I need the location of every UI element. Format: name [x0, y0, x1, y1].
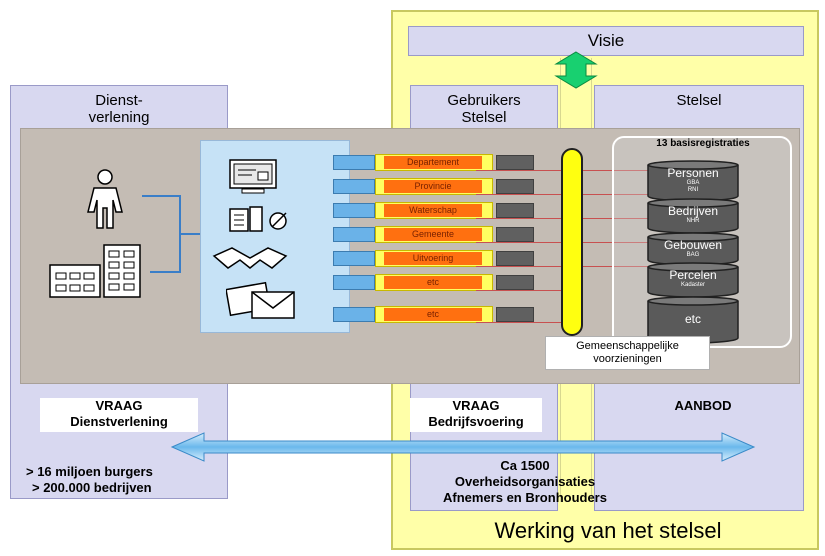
channel-block	[496, 155, 534, 170]
ca-count: Ca 1500	[500, 458, 550, 473]
registry-name: Bedrijven	[667, 204, 719, 218]
registry-source: NHR	[686, 218, 700, 224]
registry-name: Gebouwen	[663, 238, 723, 252]
cylinder-shape	[647, 198, 739, 234]
up-down-arrow-icon	[554, 51, 598, 89]
channel-block	[496, 275, 534, 290]
channel-tab	[333, 203, 375, 218]
gemeenschappelijk-bus	[561, 148, 583, 336]
footer-title: Werking van het stelsel	[494, 518, 722, 543]
channel-tab	[333, 307, 375, 322]
ca-organisaties: Overheidsorganisaties	[454, 474, 596, 489]
channel-tab	[333, 155, 375, 170]
registry-name: etc	[684, 312, 701, 326]
channel-block	[496, 203, 534, 218]
registry-source: BAG	[686, 252, 700, 258]
channel-label: Uitvoering	[384, 252, 482, 265]
registry-name: Percelen	[669, 268, 717, 282]
channel-connector	[476, 322, 562, 323]
channel-block	[496, 307, 534, 322]
computer-icon	[229, 159, 277, 194]
channel-tab	[333, 251, 375, 266]
channel-label: etc	[384, 276, 482, 289]
gebruikers-title: Gebruikers Stelsel	[447, 92, 521, 126]
document-phone-icon	[229, 206, 287, 232]
dienstverlening-title: Dienst- verlening	[88, 92, 150, 126]
cylinder-shape	[647, 232, 739, 266]
channel-label: Departement	[384, 156, 482, 169]
registry-source: GBA RNI	[686, 180, 700, 193]
channel-label: etc	[384, 308, 482, 321]
person-icon	[87, 169, 123, 229]
stats-bedrijven: > 200.000 bedrijven	[32, 480, 152, 495]
connector-bracket	[142, 195, 200, 273]
cylinder-shape	[647, 262, 739, 298]
channel-tab	[333, 275, 375, 290]
registries-title: 13 basisregistraties	[656, 138, 750, 149]
vraag-dienstverlening: VRAAG Dienstverlening	[40, 398, 198, 432]
aanbod-label: AANBOD	[674, 398, 732, 413]
stelsel-title: Stelsel	[676, 92, 722, 109]
vraag-bedrijfsvoering: VRAAG Bedrijfsvoering	[410, 398, 542, 432]
ca-afnemers: Afnemers en Bronhouders	[443, 490, 607, 505]
double-arrow-icon	[170, 432, 756, 462]
visie-box: Visie	[408, 26, 804, 56]
visie-label: Visie	[587, 31, 625, 50]
registry-source: Kadaster	[680, 282, 705, 288]
channel-block	[496, 227, 534, 242]
gemeenschappelijke-voorzieningen: Gemeenschappelijke voorzieningen	[545, 336, 710, 370]
channel-label: Gemeente	[384, 228, 482, 241]
channel-block	[496, 251, 534, 266]
channel-tab	[333, 227, 375, 242]
handshake-icon	[212, 247, 288, 269]
channel-connector	[476, 290, 562, 291]
registry-name: Personen	[667, 166, 719, 180]
channel-label: Waterschap	[384, 204, 482, 217]
building-icon	[49, 244, 141, 298]
channel-tab	[333, 179, 375, 194]
channel-block	[496, 179, 534, 194]
cylinder-shape	[647, 160, 739, 202]
mail-icon	[226, 281, 295, 319]
stats-burgers: > 16 miljoen burgers	[26, 464, 153, 479]
channel-label: Provincie	[384, 180, 482, 193]
